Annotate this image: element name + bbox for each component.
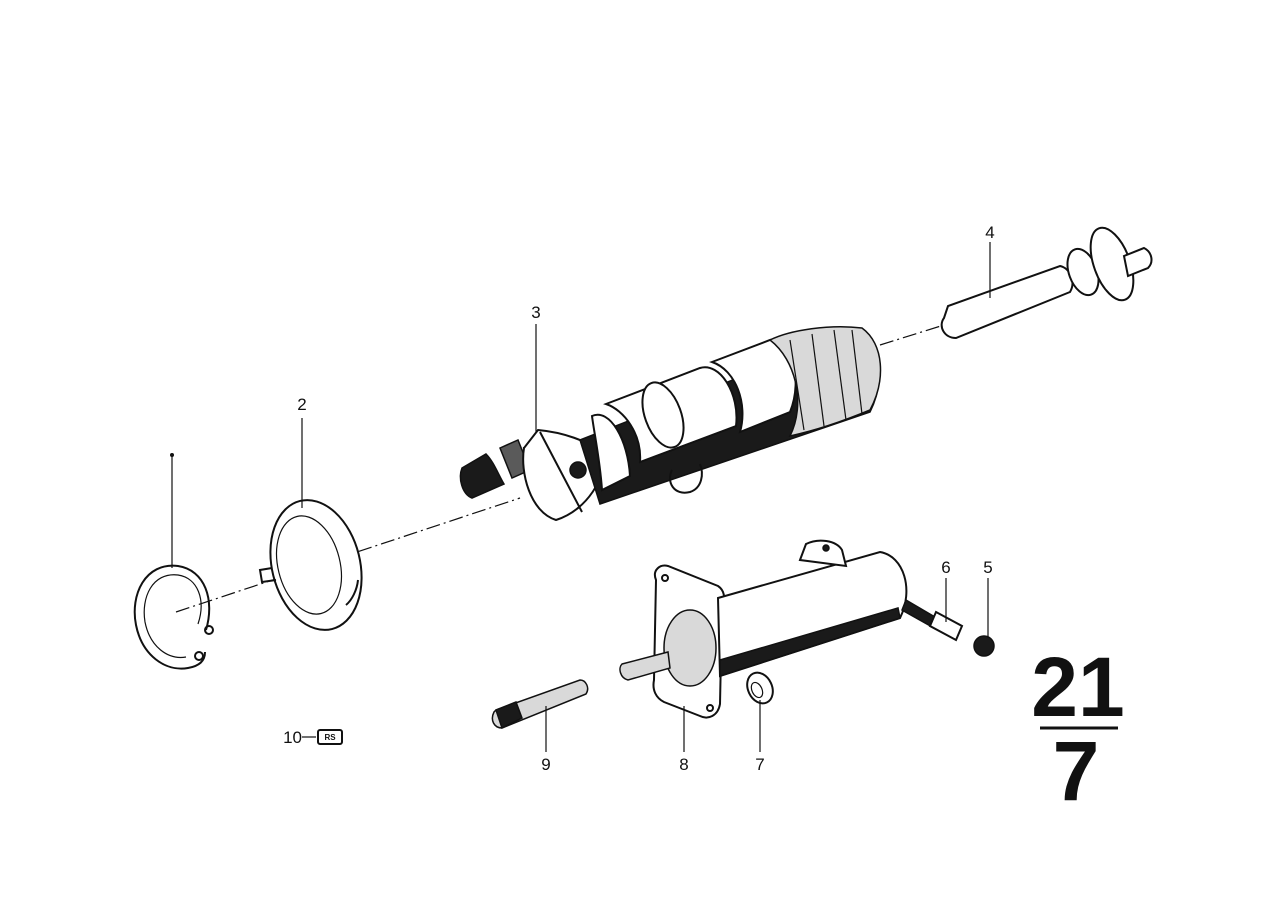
callout-6: 6 bbox=[941, 558, 950, 577]
part-circlip bbox=[133, 564, 214, 670]
part-hex-nut bbox=[746, 671, 774, 705]
part-spacer-ring bbox=[258, 499, 363, 631]
callout-9: 9 bbox=[541, 755, 550, 774]
callout-10: 10 bbox=[283, 728, 302, 747]
part-cylinder-with-flange bbox=[619, 539, 908, 719]
group-number-denominator: 7 bbox=[1053, 724, 1100, 818]
part-nut bbox=[973, 635, 995, 657]
rs-badge: RS bbox=[317, 729, 343, 745]
rs-badge-text: RS bbox=[324, 733, 336, 742]
part-bleed-screw bbox=[901, 598, 964, 642]
group-number-numerator: 21 bbox=[1031, 640, 1124, 734]
leader-lines bbox=[170, 242, 991, 752]
part-push-rod bbox=[940, 226, 1153, 340]
callout-5: 5 bbox=[983, 558, 992, 577]
group-number: 21 7 bbox=[1031, 640, 1124, 818]
callout-8: 8 bbox=[679, 755, 688, 774]
part-stud bbox=[491, 679, 589, 730]
callout-2: 2 bbox=[297, 395, 306, 414]
part-slave-cylinder bbox=[459, 326, 882, 522]
callout-3: 3 bbox=[531, 303, 540, 322]
callout-4: 4 bbox=[985, 223, 994, 242]
callout-7: 7 bbox=[755, 755, 764, 774]
